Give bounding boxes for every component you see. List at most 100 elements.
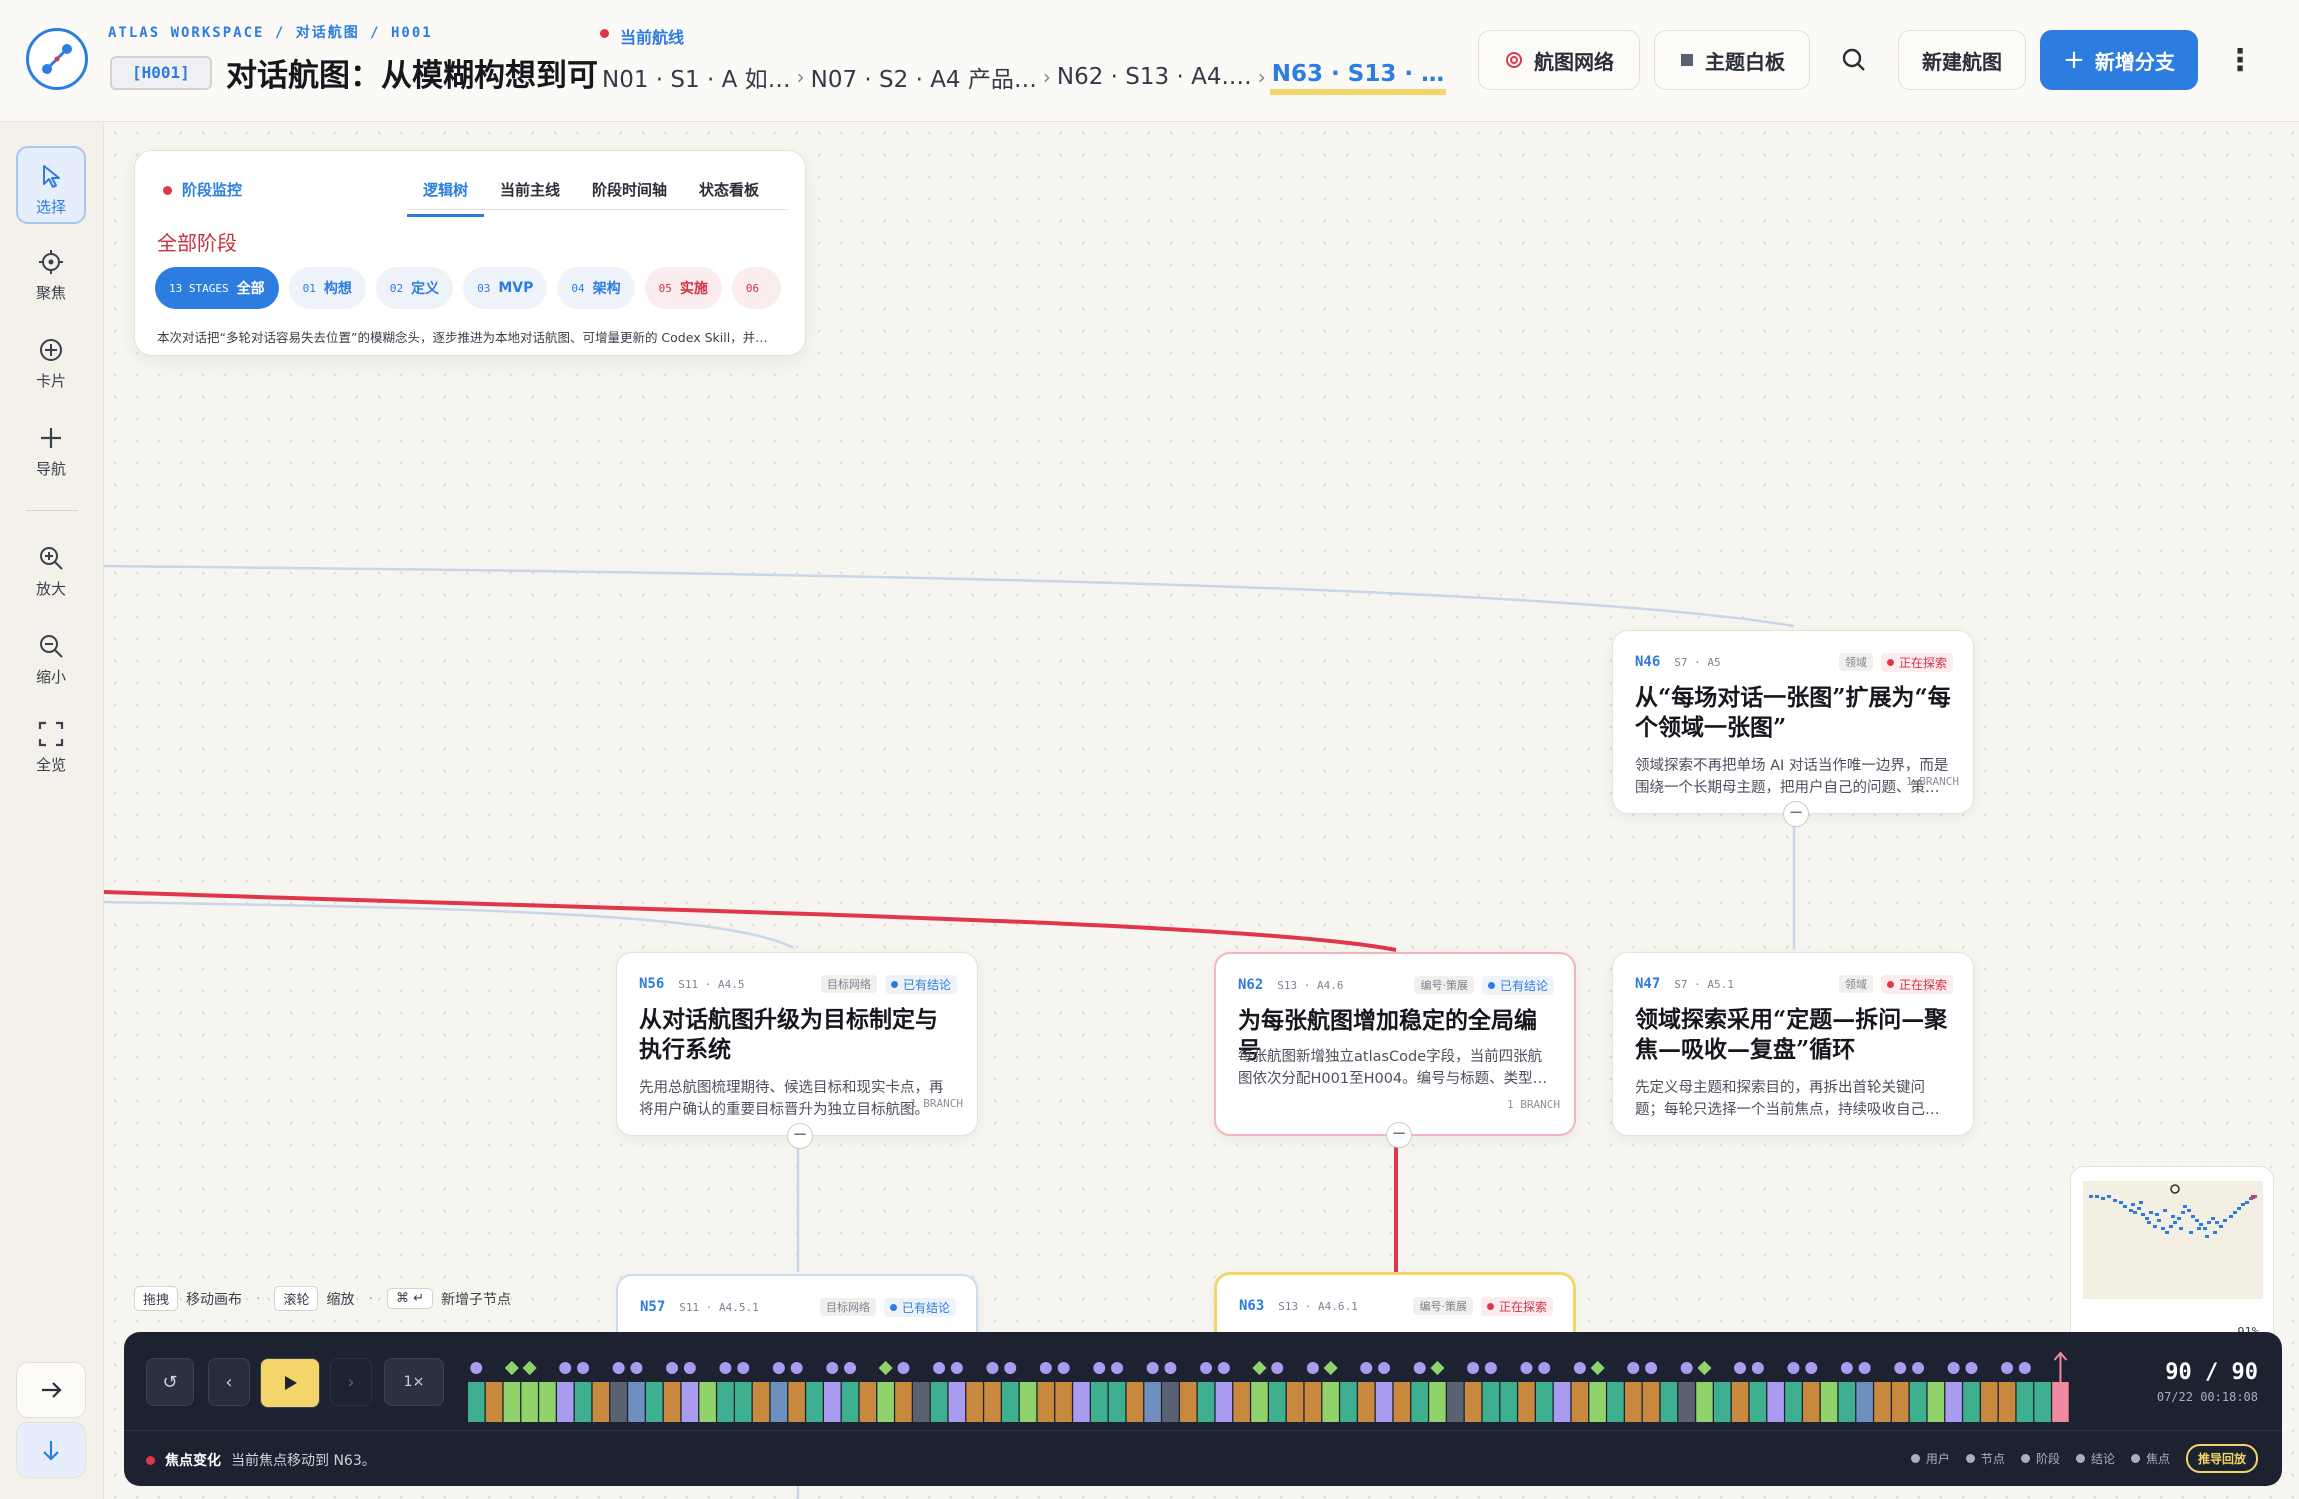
timeline-step[interactable] (913, 1382, 930, 1422)
collapse-button[interactable]: − (1386, 1122, 1412, 1148)
timeline-step[interactable] (841, 1382, 859, 1422)
timeline-step[interactable] (1002, 1382, 1019, 1422)
tool-zoom-out[interactable]: 缩小 (16, 618, 86, 696)
route-logo-icon[interactable] (26, 28, 88, 90)
timeline-step[interactable] (1927, 1382, 1945, 1422)
timeline-step[interactable] (1785, 1382, 1802, 1422)
timeline-step[interactable] (1126, 1382, 1144, 1422)
timeline-step[interactable] (1482, 1382, 1500, 1422)
timeline-step[interactable] (503, 1382, 521, 1422)
timeline-step[interactable] (1660, 1382, 1678, 1422)
speed-button[interactable]: 1× (384, 1358, 444, 1406)
tool-zoom-in[interactable]: 放大 (16, 530, 86, 608)
more-vertical-icon[interactable]: ⋮ (2225, 42, 2255, 78)
timeline-step[interactable] (1304, 1382, 1322, 1422)
timeline-step[interactable] (628, 1382, 645, 1422)
timeline-step[interactable] (1322, 1382, 1339, 1422)
timeline-step[interactable] (1678, 1382, 1695, 1422)
timeline-step[interactable] (574, 1382, 592, 1422)
minimap[interactable]: 91% (2070, 1166, 2274, 1350)
new-map-button[interactable]: 新建航图 (1898, 30, 2026, 90)
timeline-step[interactable] (1375, 1382, 1393, 1422)
collapse-button[interactable]: − (1783, 801, 1809, 827)
tab-status-board[interactable]: 状态看板 (699, 181, 760, 199)
timeline-step[interactable] (1358, 1382, 1375, 1422)
timeline-step[interactable] (1055, 1382, 1072, 1422)
tool-navigate[interactable]: 导航 (16, 410, 86, 488)
timeline-step[interactable] (770, 1382, 788, 1422)
timeline-step[interactable] (1642, 1382, 1660, 1422)
stage-chip[interactable]: 06 (731, 267, 782, 309)
timeline-step[interactable] (930, 1382, 948, 1422)
tab-logic-tree[interactable]: 逻辑树 (407, 171, 485, 217)
play-button[interactable] (260, 1358, 320, 1408)
pan-down-button[interactable] (16, 1422, 86, 1478)
timeline-step[interactable] (1625, 1382, 1642, 1422)
route-segment-current[interactable]: N63 · S13 · … (1269, 59, 1447, 95)
timeline-step[interactable] (468, 1382, 485, 1422)
timeline-step[interactable] (1589, 1382, 1606, 1422)
timeline-step[interactable] (1180, 1382, 1197, 1422)
timeline-step[interactable] (1286, 1382, 1304, 1422)
tool-card[interactable]: 卡片 (16, 322, 86, 400)
timeline-step[interactable] (610, 1382, 627, 1422)
timeline-step[interactable] (485, 1382, 503, 1422)
timeline-step[interactable] (1197, 1382, 1215, 1422)
timeline-step[interactable] (646, 1382, 663, 1422)
timeline-step[interactable] (1803, 1382, 1820, 1422)
timeline-step[interactable] (1251, 1382, 1268, 1422)
timeline-step[interactable] (1571, 1382, 1589, 1422)
minimap-viewport[interactable] (2083, 1181, 2263, 1299)
timeline-step[interactable] (984, 1382, 1001, 1422)
timeline-step[interactable] (1536, 1382, 1553, 1422)
replay-button[interactable]: ↺ (146, 1358, 194, 1406)
timeline-step[interactable] (1838, 1382, 1856, 1422)
timeline-step[interactable] (1215, 1382, 1233, 1422)
network-button[interactable]: 航图网络 (1478, 30, 1640, 90)
timeline-step[interactable] (1714, 1382, 1731, 1422)
timeline-step[interactable] (521, 1382, 538, 1422)
timeline-step[interactable] (1963, 1382, 1980, 1422)
timeline-step[interactable] (1108, 1382, 1126, 1422)
timeline-step[interactable] (1749, 1382, 1767, 1422)
tool-select[interactable]: 选择 (16, 146, 86, 224)
timeline-step[interactable] (1945, 1382, 1962, 1422)
next-button[interactable]: › (330, 1358, 372, 1406)
breadcrumb[interactable]: ATLAS WORKSPACE / 对话航图 / H001 (108, 25, 433, 41)
timeline-step[interactable] (1696, 1382, 1713, 1422)
route-segment[interactable]: N62 · S13 · A4.… (1056, 64, 1252, 90)
timeline-step[interactable] (1037, 1382, 1055, 1422)
route-segment[interactable]: N01 · S1 · A 如… (602, 67, 791, 93)
timeline-step[interactable] (592, 1382, 610, 1422)
timeline-step[interactable] (539, 1382, 556, 1422)
add-branch-button[interactable]: + 新增分支 (2040, 30, 2198, 90)
timeline-step[interactable] (1856, 1382, 1873, 1422)
guided-replay-button[interactable]: 推导回放 (2185, 1444, 2258, 1473)
timeline-step[interactable] (1073, 1382, 1090, 1422)
timeline-step[interactable] (1767, 1382, 1784, 1422)
event-strip[interactable] (468, 1351, 2228, 1422)
timeline-step[interactable] (557, 1382, 574, 1422)
timeline-step[interactable] (1892, 1382, 1909, 1422)
collapse-button[interactable]: − (787, 1123, 813, 1149)
timeline-step[interactable] (1731, 1382, 1749, 1422)
timeline-step[interactable] (699, 1382, 716, 1422)
timeline-step[interactable] (1162, 1382, 1179, 1422)
timeline-step[interactable] (1500, 1382, 1517, 1422)
timeline-step[interactable] (2016, 1382, 2034, 1422)
timeline-step[interactable] (735, 1382, 752, 1422)
timeline-step[interactable] (1393, 1382, 1411, 1422)
timeline-step[interactable] (1447, 1382, 1464, 1422)
tool-focus[interactable]: 聚焦 (16, 234, 86, 312)
timeline-step[interactable] (1340, 1382, 1357, 1422)
timeline-step[interactable] (1464, 1382, 1482, 1422)
timeline-step[interactable] (788, 1382, 805, 1422)
timeline-step[interactable] (895, 1382, 912, 1422)
